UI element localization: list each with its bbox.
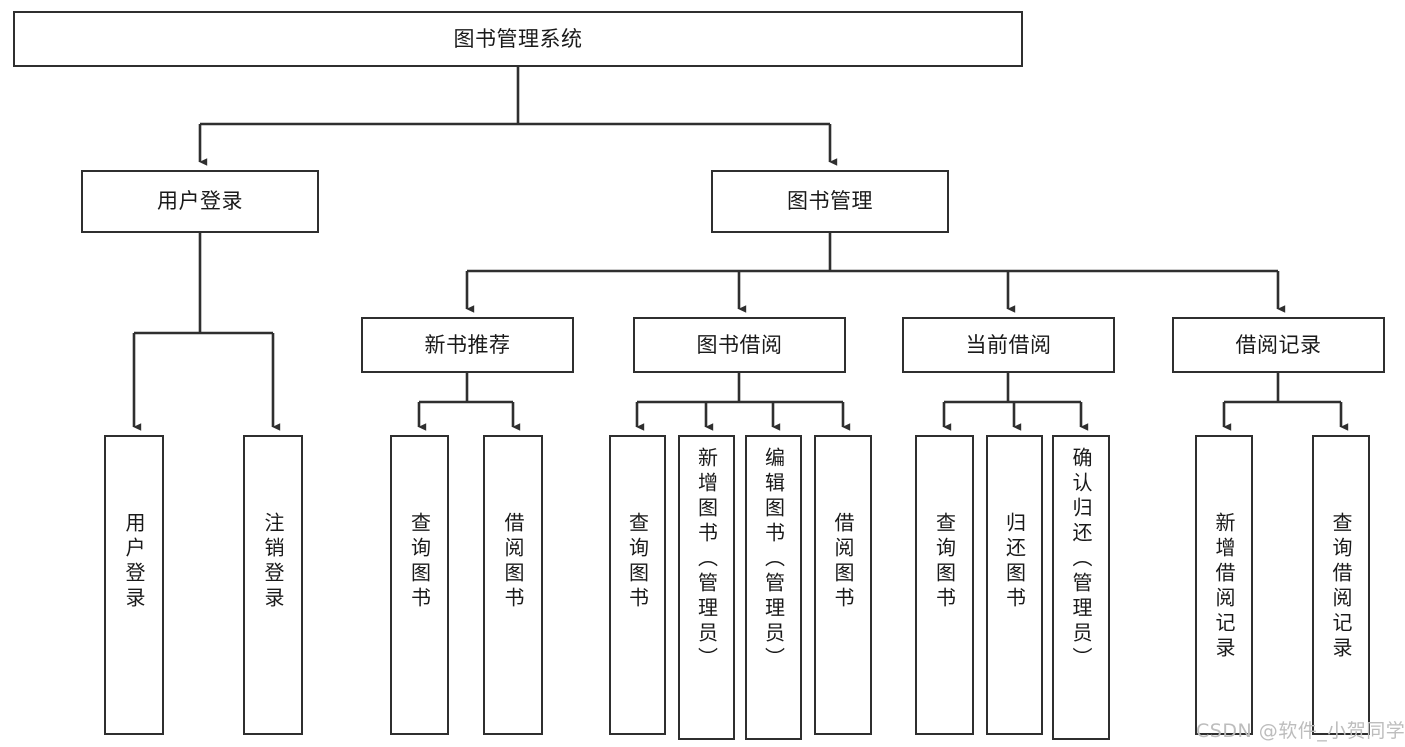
leaf-node[interactable]: 编辑图书（管理员）	[745, 435, 802, 740]
leaf-node-label: 新增图书（管理员）	[694, 447, 719, 672]
leaf-node[interactable]: 查询图书	[915, 435, 974, 735]
node-current-borrow-label: 当前借阅	[965, 332, 1052, 357]
leaf-node[interactable]: 确认归还（管理员）	[1052, 435, 1110, 740]
node-book-management[interactable]: 图书管理	[711, 170, 949, 233]
node-book-borrow-label: 图书借阅	[696, 332, 783, 357]
node-book-management-label: 图书管理	[787, 189, 873, 214]
leaf-node-label: 查询图书	[625, 512, 650, 612]
leaf-node[interactable]: 借阅图书	[483, 435, 543, 735]
leaf-node-label: 查询图书	[932, 512, 957, 612]
node-user-login[interactable]: 用户登录	[81, 170, 319, 233]
node-current-borrow[interactable]: 当前借阅	[902, 317, 1115, 373]
leaf-node[interactable]: 查询借阅记录	[1312, 435, 1370, 735]
leaf-node-label: 借阅图书	[831, 512, 855, 612]
leaf-node[interactable]: 归还图书	[986, 435, 1043, 735]
node-borrow-record[interactable]: 借阅记录	[1172, 317, 1385, 373]
leaf-node-label: 用户登录	[122, 512, 146, 612]
leaf-node[interactable]: 新增图书（管理员）	[678, 435, 735, 740]
leaf-node-label: 新增借阅记录	[1212, 512, 1236, 662]
leaf-node-label: 编辑图书（管理员）	[761, 447, 786, 672]
leaf-node[interactable]: 查询图书	[609, 435, 666, 735]
node-root-label: 图书管理系统	[453, 26, 583, 51]
leaf-node-label: 查询图书	[407, 512, 432, 612]
node-new-book-recommend-label: 新书推荐	[424, 332, 511, 357]
leaf-node-label: 查询借阅记录	[1329, 512, 1353, 662]
leaf-node[interactable]: 注销登录	[243, 435, 303, 735]
node-borrow-record-label: 借阅记录	[1235, 332, 1322, 357]
leaf-node[interactable]: 查询图书	[390, 435, 449, 735]
leaf-node-label: 确认归还（管理员）	[1069, 447, 1093, 672]
leaf-node-label: 借阅图书	[501, 512, 525, 612]
node-new-book-recommend[interactable]: 新书推荐	[361, 317, 574, 373]
leaf-node[interactable]: 新增借阅记录	[1195, 435, 1253, 735]
node-root[interactable]: 图书管理系统	[13, 11, 1023, 67]
node-user-login-label: 用户登录	[157, 189, 243, 214]
leaf-node[interactable]: 借阅图书	[814, 435, 872, 735]
leaf-node-label: 归还图书	[1002, 512, 1027, 612]
node-book-borrow[interactable]: 图书借阅	[633, 317, 846, 373]
leaf-node[interactable]: 用户登录	[104, 435, 164, 735]
leaf-node-label: 注销登录	[261, 512, 285, 612]
